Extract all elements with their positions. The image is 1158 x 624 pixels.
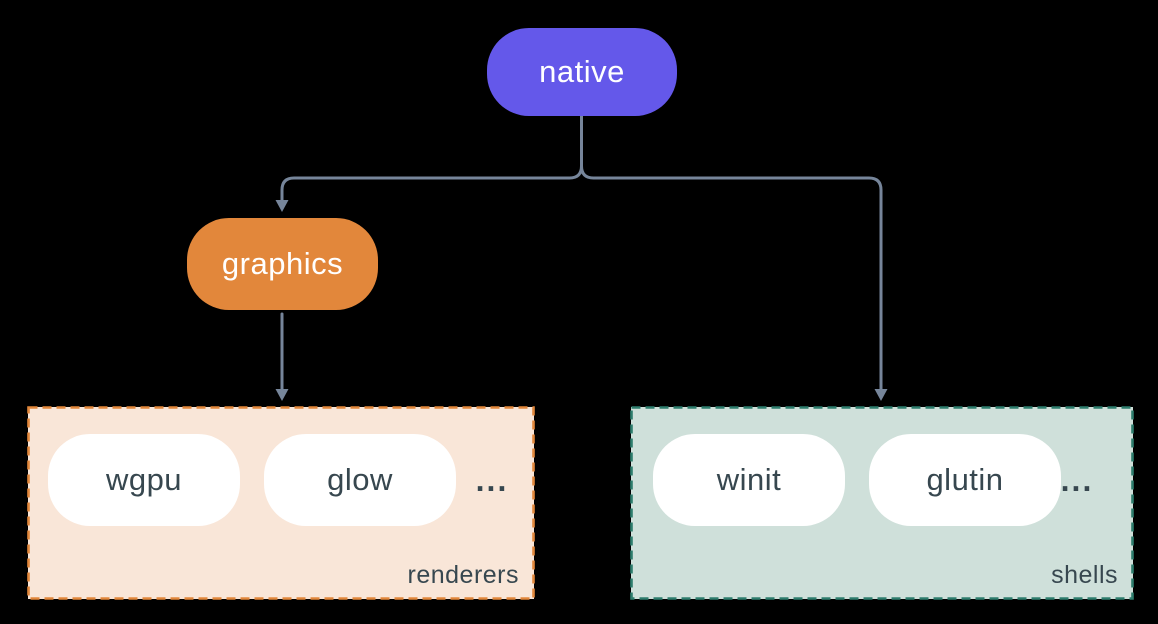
group-renderers: wgpu glow ... renderers: [28, 407, 534, 599]
item-wgpu: wgpu: [48, 434, 240, 526]
item-winit: winit: [653, 434, 845, 526]
item-glow: glow: [264, 434, 456, 526]
group-shells: winit glutin ... shells: [631, 407, 1133, 599]
node-graphics: graphics: [187, 218, 378, 310]
group-shells-label: shells: [1051, 561, 1118, 589]
node-native-label: native: [539, 54, 625, 89]
item-wgpu-label: wgpu: [105, 462, 183, 497]
item-winit-label: winit: [716, 462, 782, 497]
connector-native-to-shells: [580, 164, 888, 401]
shells-ellipsis: ...: [1060, 461, 1094, 498]
renderers-ellipsis: ...: [475, 461, 509, 498]
item-glutin-label: glutin: [926, 462, 1004, 497]
item-glow-label: glow: [327, 462, 393, 497]
group-renderers-label: renderers: [407, 561, 519, 589]
node-graphics-label: graphics: [221, 246, 344, 281]
connector-native-to-graphics: [275, 114, 583, 212]
item-glutin: glutin: [869, 434, 1061, 526]
node-native: native: [487, 28, 677, 116]
